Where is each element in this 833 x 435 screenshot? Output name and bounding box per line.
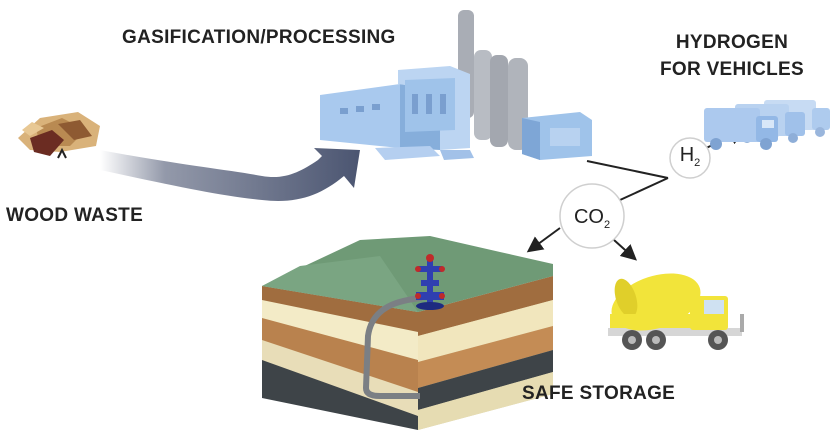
h2-symbol: H [679, 144, 695, 166]
gasification-plant-icon [320, 10, 592, 160]
cement-mixer-truck-icon [608, 273, 744, 350]
h2-subscript: 2 [694, 157, 701, 169]
geological-storage-block-icon [262, 236, 553, 430]
hydrogen-label-line1: HYDROGEN [675, 32, 789, 53]
co2-bubble [559, 183, 625, 249]
hydrogen-label: HYDROGEN FOR VEHICLES [660, 29, 804, 83]
gasification-label: GASIFICATION/PROCESSING [122, 27, 396, 48]
wood-waste-label: WOOD WASTE [6, 205, 144, 226]
wellhead-icon [415, 254, 445, 310]
wood-waste-pile-icon [18, 112, 100, 159]
co2-symbol: CO [573, 206, 604, 228]
hydrogen-trucks-icon [704, 100, 830, 150]
feedstock-arrow [100, 148, 360, 201]
h2-formula: H2 [669, 144, 711, 169]
co2-subscript: 2 [603, 219, 611, 231]
hydrogen-label-line2: FOR VEHICLES [660, 59, 805, 80]
h2-bubble [669, 137, 711, 179]
co2-formula: CO2 [558, 206, 626, 231]
safe-storage-label: SAFE STORAGE [522, 383, 676, 404]
